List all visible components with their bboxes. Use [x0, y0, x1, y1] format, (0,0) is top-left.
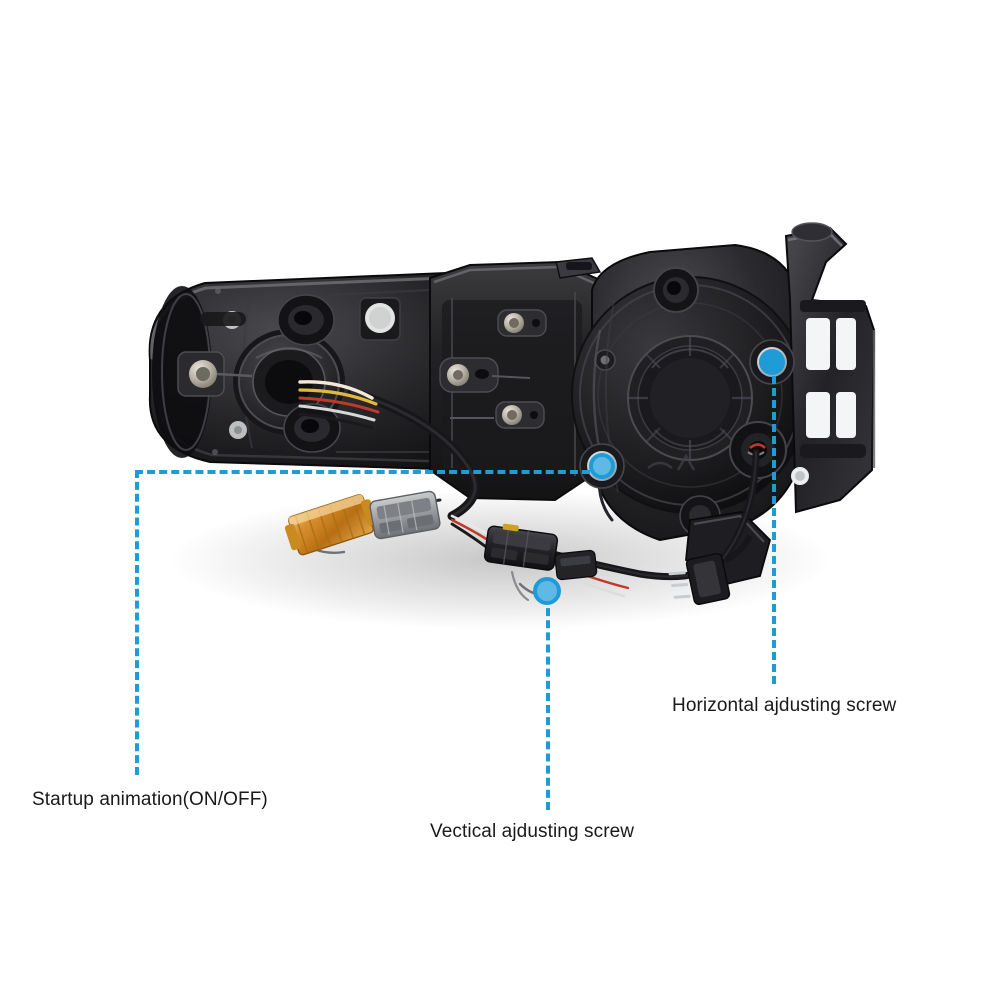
wiring-harness-group [298, 380, 760, 602]
pin-connector-right [668, 534, 753, 606]
black-connector-center [483, 523, 559, 571]
wire-entry-socket [729, 421, 787, 479]
leader-line-startup-horizontal [135, 470, 590, 474]
leader-line-horizontal-screw [772, 376, 776, 684]
marker-vertical-screw[interactable] [589, 453, 615, 479]
ballast-resistor [284, 493, 377, 556]
gray-connector [369, 490, 441, 540]
leader-line-startup-vertical [135, 470, 139, 775]
projector-center-cap [627, 335, 753, 461]
lower-bracket [685, 511, 772, 587]
secondary-bulb-cap-upper [277, 294, 335, 346]
chassis-screw-upper [497, 309, 547, 337]
marker-startup-animation[interactable] [533, 577, 561, 605]
bulb-access-cap [233, 329, 345, 435]
chassis-screw-middle [439, 357, 531, 393]
callout-label-startup-animation: Startup animation(ON/OFF) [32, 789, 268, 810]
leader-line-vertical-screw [546, 596, 550, 810]
chassis-screw-lower [450, 401, 545, 429]
projector-top-boss [653, 267, 699, 313]
callout-label-vertical-screw: Vectical ajdusting screw [430, 821, 635, 842]
mid-chassis-group [429, 257, 602, 502]
callout-label-horizontal-screw: Horizontal ajdusting screw [672, 695, 897, 716]
secondary-bulb-cap-lower [283, 403, 341, 453]
pivot-nut [177, 351, 253, 397]
black-connector-small [554, 549, 598, 581]
marker-horizontal-screw[interactable] [759, 349, 785, 375]
lamp-bowl-group [148, 270, 521, 472]
white-grommet [359, 297, 401, 341]
mounting-bracket-group [784, 222, 876, 514]
projector-bottom-boss [679, 495, 721, 537]
